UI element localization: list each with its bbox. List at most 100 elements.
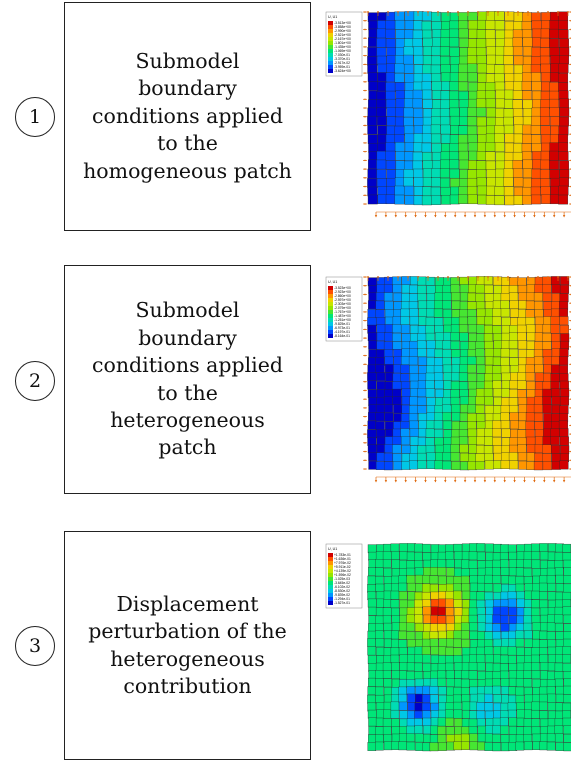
mesh-element xyxy=(517,452,527,462)
bc-node xyxy=(364,54,366,57)
mesh-element xyxy=(367,317,377,327)
mesh-element xyxy=(451,461,461,470)
bc-node xyxy=(364,450,366,453)
mesh-element xyxy=(377,72,388,82)
mesh-element xyxy=(526,444,536,453)
mesh-element xyxy=(507,655,517,664)
mesh-element xyxy=(503,186,514,197)
mesh-element xyxy=(484,405,494,414)
mesh-element xyxy=(425,317,435,326)
mesh-element xyxy=(433,420,443,430)
mesh-element xyxy=(367,584,376,593)
mesh-element xyxy=(500,623,510,633)
mesh-element xyxy=(414,552,423,561)
legend-value: -7.030e-01 xyxy=(334,53,350,57)
legend-swatch xyxy=(328,318,333,322)
mesh-element xyxy=(547,543,557,552)
mesh-element xyxy=(404,20,415,30)
mesh-element xyxy=(392,284,402,293)
mesh-element xyxy=(409,460,419,470)
mesh-element xyxy=(414,725,423,735)
mesh-element xyxy=(382,670,392,679)
mesh-element xyxy=(422,654,431,664)
mesh-element xyxy=(522,168,533,178)
mesh-element xyxy=(531,20,542,31)
legend-value: -6.973e-01 xyxy=(334,326,350,330)
mesh-element xyxy=(558,185,569,196)
mesh-element xyxy=(550,428,560,438)
bc-node xyxy=(364,98,366,101)
mesh-element xyxy=(383,284,394,294)
legend-swatch xyxy=(328,569,333,573)
mesh-element xyxy=(525,421,535,430)
mesh-element xyxy=(558,90,569,101)
mesh-element xyxy=(422,46,433,56)
mesh-element xyxy=(414,614,423,624)
mesh-element xyxy=(467,125,478,136)
mesh-element xyxy=(429,734,439,744)
mesh-element xyxy=(484,460,494,470)
legend-value: -8.164e-01 xyxy=(334,334,350,338)
mesh-element xyxy=(531,543,540,553)
legend-swatch xyxy=(328,589,333,593)
mesh-element xyxy=(516,702,525,711)
mesh-element xyxy=(563,567,571,576)
mesh-element xyxy=(431,21,442,31)
mesh-element xyxy=(533,349,544,359)
mesh-element xyxy=(375,412,385,422)
mesh-element xyxy=(530,186,541,197)
mesh-element xyxy=(393,404,403,414)
mesh-element xyxy=(516,709,526,719)
mesh-element xyxy=(467,72,478,83)
mesh-element xyxy=(417,340,427,350)
mesh-element xyxy=(523,741,533,751)
bc-node xyxy=(527,11,529,13)
bc-node xyxy=(527,276,529,278)
mesh-element xyxy=(484,631,494,641)
mesh-element xyxy=(484,428,494,437)
mesh-element xyxy=(385,134,396,144)
bc-node xyxy=(364,293,366,296)
mesh-element xyxy=(469,741,479,751)
mesh-element xyxy=(517,332,527,342)
mesh-element xyxy=(469,575,479,585)
mesh-element xyxy=(421,646,431,655)
mesh-element xyxy=(459,284,469,294)
mesh-element xyxy=(477,639,486,649)
mesh-element xyxy=(559,316,569,326)
mesh-element xyxy=(403,54,414,65)
mesh-element xyxy=(383,349,394,359)
mesh-element xyxy=(413,46,423,56)
mesh-element xyxy=(485,151,496,161)
mesh-element xyxy=(485,11,496,21)
mesh-element xyxy=(406,614,415,624)
mesh-element xyxy=(382,718,392,727)
mesh-element xyxy=(368,606,377,616)
mesh-element xyxy=(513,21,524,31)
mesh-element xyxy=(559,325,569,334)
mesh-element xyxy=(398,741,408,751)
mesh-element xyxy=(550,177,560,188)
bc-node xyxy=(364,46,366,48)
mesh-element xyxy=(517,380,527,390)
mesh-element xyxy=(563,575,571,584)
mesh-element xyxy=(442,412,452,421)
mesh-element xyxy=(426,460,436,469)
mesh-element xyxy=(476,444,486,454)
mesh-element xyxy=(376,28,387,39)
mesh-element xyxy=(542,349,552,358)
mesh-element xyxy=(543,364,553,374)
mesh-element xyxy=(516,598,526,608)
legend-swatch xyxy=(328,597,333,601)
legend-swatch xyxy=(328,57,333,61)
mesh-element xyxy=(531,590,541,600)
mesh-element xyxy=(507,598,517,608)
mesh-element xyxy=(508,559,518,568)
mesh-element xyxy=(467,421,477,431)
mesh-element xyxy=(367,444,377,454)
mesh-element xyxy=(382,662,392,672)
mesh-element xyxy=(395,90,406,101)
bc-node xyxy=(364,81,366,83)
bc-node xyxy=(427,276,429,278)
mesh-element xyxy=(485,356,495,366)
